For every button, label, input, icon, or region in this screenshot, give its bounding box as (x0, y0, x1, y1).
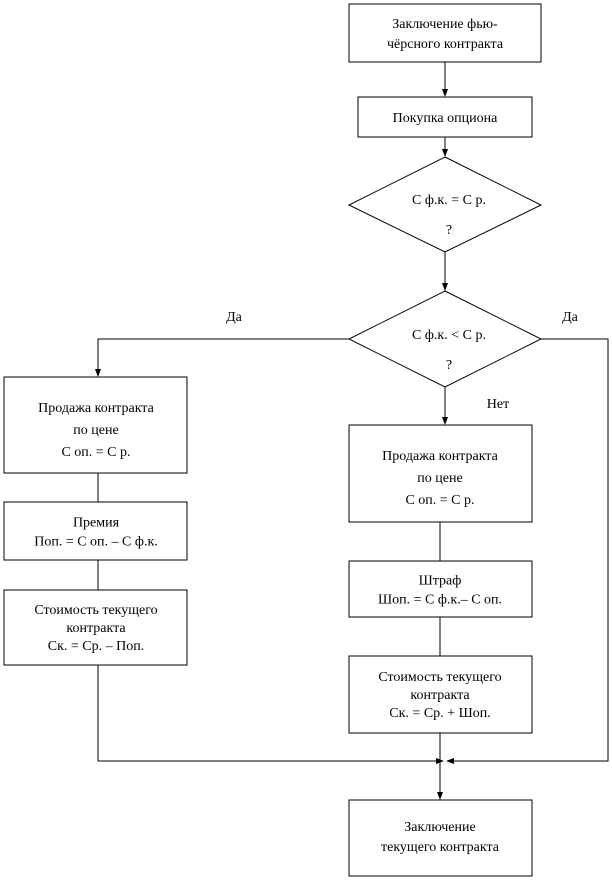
node-right-sale: Продажа контракта по цене С оп. = С р. (382, 449, 498, 508)
node-futures-contract: Заключение фью-чёрсного контракта (387, 17, 504, 52)
arrowhead (442, 417, 448, 425)
edge-yes-right (452, 338, 609, 762)
futures-contract-line: Заключение фью- (392, 17, 498, 32)
decision-equal-diamond (347, 156, 543, 253)
premium-line: Премия (73, 516, 120, 531)
buy-option-line: Покупка опциона (393, 111, 498, 126)
right-value-line: Стоимость текущего (378, 670, 501, 685)
node-left-sale: Продажа контракта по цене С оп. = С р. (38, 401, 154, 460)
node-left-value-box (3, 589, 188, 666)
edge-label-yes-left: Да (226, 310, 243, 325)
node-premium-box (3, 501, 188, 561)
left-value-line: контракта (66, 621, 126, 636)
decision-less-diamond (347, 290, 543, 388)
current-contract-line: текущего контракта (381, 840, 500, 855)
premium-line: Поп. = С оп. – С ф.к. (34, 535, 158, 550)
edge-label-yes-right: Да (562, 310, 579, 325)
node-right-sale-box (348, 424, 533, 523)
connectors (95, 62, 609, 800)
node-penalty-box (348, 560, 533, 618)
right-sale-line: С оп. = С р. (405, 493, 474, 508)
left-sale-line: С оп. = С р. (61, 445, 130, 460)
right-value-line: контракта (410, 688, 470, 703)
arrowhead (95, 369, 101, 377)
decision-equal-line: С ф.к. = С р. (412, 193, 486, 208)
decision-less-line: С ф.к. < С р. (412, 328, 486, 343)
left-sale-line: по цене (73, 423, 118, 438)
right-sale-line: по цене (417, 471, 462, 486)
node-buy-option: Покупка опциона (393, 111, 498, 126)
right-value-line: Ск. = Ср. + Шоп. (389, 706, 490, 721)
arrowhead (442, 283, 448, 291)
left-sale-line: Продажа контракта (38, 401, 154, 416)
arrowhead (446, 758, 454, 764)
node-current-contract: Заключение текущего контракта (381, 820, 500, 855)
right-sale-line: Продажа контракта (382, 449, 498, 464)
edge-label-no: Нет (487, 397, 509, 412)
left-value-line: Ск. = Ср. – Поп. (48, 639, 144, 654)
node-left-sale-box (3, 376, 188, 474)
decision-equal: С ф.к. = С р.? (412, 193, 486, 238)
decision-less: С ф.к. < С р.? (412, 328, 486, 373)
futures-contract-line: чёрсного контракта (387, 37, 504, 52)
node-futures-contract-box (348, 3, 542, 63)
edge-yes-left (97, 338, 350, 372)
arrowhead (437, 792, 443, 800)
penalty-line: Шоп. = С ф.к.– С оп. (378, 593, 502, 608)
current-contract-line: Заключение (404, 820, 475, 835)
node-right-value-box (348, 655, 533, 734)
left-value-line: Стоимость текущего (34, 603, 157, 618)
node-buy-option-box (357, 96, 533, 138)
decision-less-line: ? (446, 358, 452, 373)
node-current-contract-box (348, 799, 533, 877)
arrowhead (442, 89, 448, 97)
penalty-line: Штраф (419, 574, 462, 589)
arrowhead (442, 149, 448, 157)
decision-equal-line: ? (446, 223, 452, 238)
edge-left-value-to-merge (97, 665, 438, 762)
